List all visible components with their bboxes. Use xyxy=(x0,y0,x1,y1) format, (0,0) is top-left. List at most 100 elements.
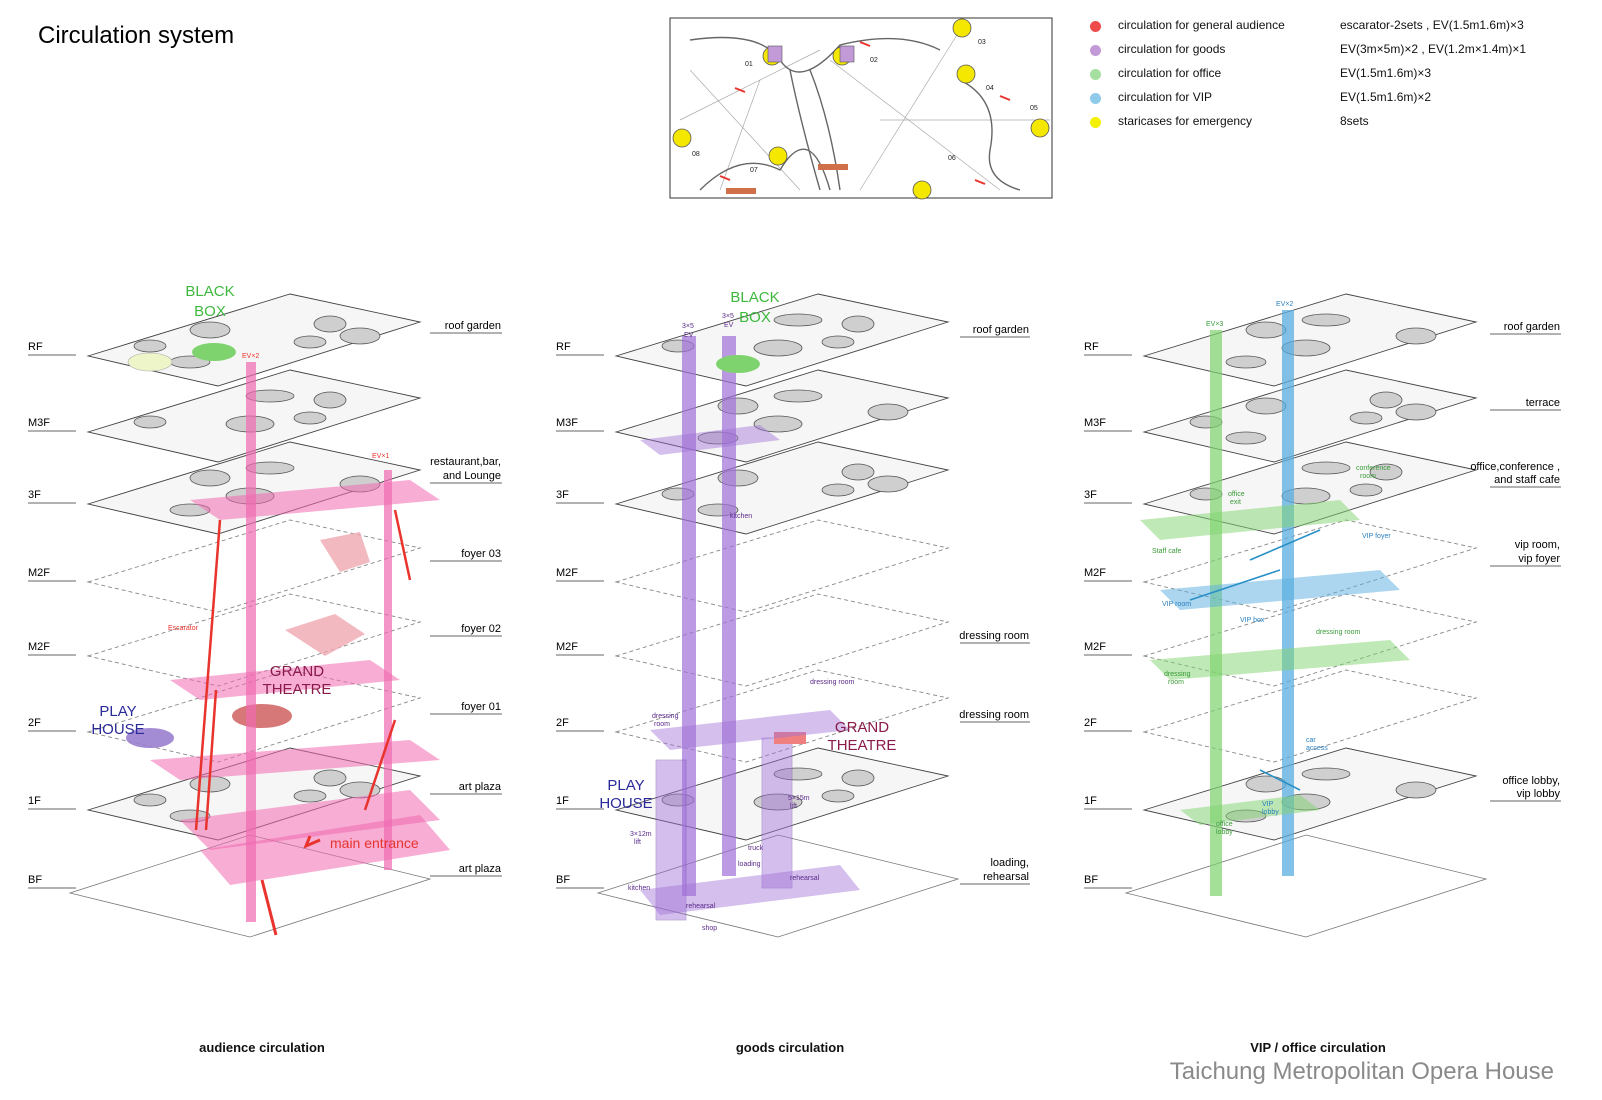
annotation: EV×1 xyxy=(372,453,389,460)
caption-goods: goods circulation xyxy=(735,1040,845,1055)
space-label-right: loading, xyxy=(990,857,1029,869)
floor-label-m2f: M2F xyxy=(556,567,578,579)
floor-label-bf: BF xyxy=(556,874,570,886)
audience-area xyxy=(150,740,440,780)
space-label-play: PLAY xyxy=(99,703,136,720)
site-outline xyxy=(68,834,432,938)
annotation: VIP xyxy=(1262,801,1274,808)
annotation: EV xyxy=(724,322,734,329)
legend-dot xyxy=(1090,69,1101,80)
floor-label-bf: BF xyxy=(28,874,42,886)
void-shape xyxy=(1369,463,1403,481)
void-shape xyxy=(189,469,231,487)
floor-label-1f: 1F xyxy=(556,795,569,807)
black-box-hall xyxy=(716,355,760,373)
void-shape xyxy=(293,335,327,349)
space-label-theatre: THEATRE xyxy=(263,681,332,698)
plan-number: 06 xyxy=(948,155,956,162)
floor-slab xyxy=(1142,593,1478,687)
floor-label-2f: 2F xyxy=(556,717,569,729)
plan-number: 03 xyxy=(978,39,986,46)
entrance-arrow-icon xyxy=(303,835,321,849)
floor-label-3f: 3F xyxy=(1084,489,1097,501)
void-shape xyxy=(773,313,823,327)
plan-number: 08 xyxy=(692,151,700,158)
emergency-staircase-icon xyxy=(952,18,972,38)
floor-label-bf: BF xyxy=(1084,874,1098,886)
space-label-right: roof garden xyxy=(1504,321,1560,333)
annotation: loading xyxy=(738,861,761,868)
grand-theatre-hall xyxy=(232,704,292,728)
space-label-right: roof garden xyxy=(445,320,501,332)
foyer-02-area xyxy=(285,614,365,656)
legend-label: circulation for VIP xyxy=(1118,90,1213,104)
space-label-right: foyer 02 xyxy=(461,623,501,635)
void-shape xyxy=(773,767,823,781)
void-shape xyxy=(753,339,803,357)
space-label-right: terrace xyxy=(1526,397,1560,409)
goods-area xyxy=(650,710,850,750)
annotation: room xyxy=(1360,473,1376,480)
space-label-right: office lobby, xyxy=(1502,775,1560,787)
playhouse-lift-shaft xyxy=(655,759,687,921)
space-label-grand: GRAND xyxy=(270,663,324,680)
legend-label: circulation for office xyxy=(1118,66,1222,80)
void-shape xyxy=(867,475,909,493)
floor-slab xyxy=(86,593,422,687)
key-plan-frame xyxy=(669,17,1053,199)
void-shape xyxy=(313,391,347,409)
annotation: truck xyxy=(748,845,764,852)
void-shape xyxy=(1301,313,1351,327)
plan-flow-arrow xyxy=(974,179,986,185)
theatre-stage-area xyxy=(774,732,806,744)
main-entrance-label: main entrance xyxy=(330,835,419,851)
page-title: Circulation system xyxy=(38,22,235,49)
annotation: office xyxy=(1216,821,1233,828)
annotation: exit xyxy=(1230,499,1241,506)
plan-number: 07 xyxy=(750,167,758,174)
audience-ev-shaft xyxy=(384,470,392,870)
void-shape xyxy=(293,789,327,803)
floor-slab xyxy=(86,519,422,613)
plan-goods-ev-icon xyxy=(767,45,783,63)
annotation: VIP room xyxy=(1162,601,1191,608)
space-label-right: and staff cafe xyxy=(1494,474,1560,486)
void-shape xyxy=(1395,403,1437,421)
void-shape xyxy=(1301,767,1351,781)
floor-label-m3f: M3F xyxy=(1084,417,1106,429)
annotation: car xyxy=(1306,737,1316,744)
space-label-box: BOX xyxy=(194,303,226,320)
plan-flow-arrow xyxy=(859,41,871,47)
annotation: Escarator xyxy=(168,625,199,632)
void-shape xyxy=(753,415,803,433)
vip-path xyxy=(1189,569,1281,601)
annotation: dressing room xyxy=(1316,629,1361,636)
void-shape xyxy=(313,769,347,787)
plan-number: 05 xyxy=(1030,105,1038,112)
goods-area xyxy=(640,865,860,915)
space-label-black: BLACK xyxy=(185,283,234,300)
escalator-line xyxy=(393,509,412,581)
legend-spec: escarator-2sets , EV(1.5m1.6m)×3 xyxy=(1340,18,1524,32)
legend-label: circulation for general audience xyxy=(1118,18,1285,32)
floor-slab xyxy=(614,519,950,613)
annotation: Staff cafe xyxy=(1152,548,1182,555)
plan-escalator-icon xyxy=(726,188,756,194)
void-shape xyxy=(1395,781,1437,799)
legend-dot xyxy=(1090,21,1101,32)
floor-slab xyxy=(614,593,950,687)
void-shape xyxy=(313,315,347,333)
space-label-house: HOUSE xyxy=(91,721,144,738)
space-label-right: art plaza xyxy=(459,863,502,875)
void-shape xyxy=(189,321,231,339)
annotation: kitchen xyxy=(730,513,752,520)
emergency-staircase-icon xyxy=(1030,118,1050,138)
emergency-staircase-icon xyxy=(912,180,932,200)
annotation: dressing xyxy=(1164,671,1191,678)
void-shape xyxy=(821,483,855,497)
void-shape xyxy=(133,793,167,807)
annotation: shop xyxy=(702,925,717,932)
office-vip-area xyxy=(1150,640,1410,680)
annotation: VIP foyer xyxy=(1362,533,1391,540)
void-shape xyxy=(821,789,855,803)
